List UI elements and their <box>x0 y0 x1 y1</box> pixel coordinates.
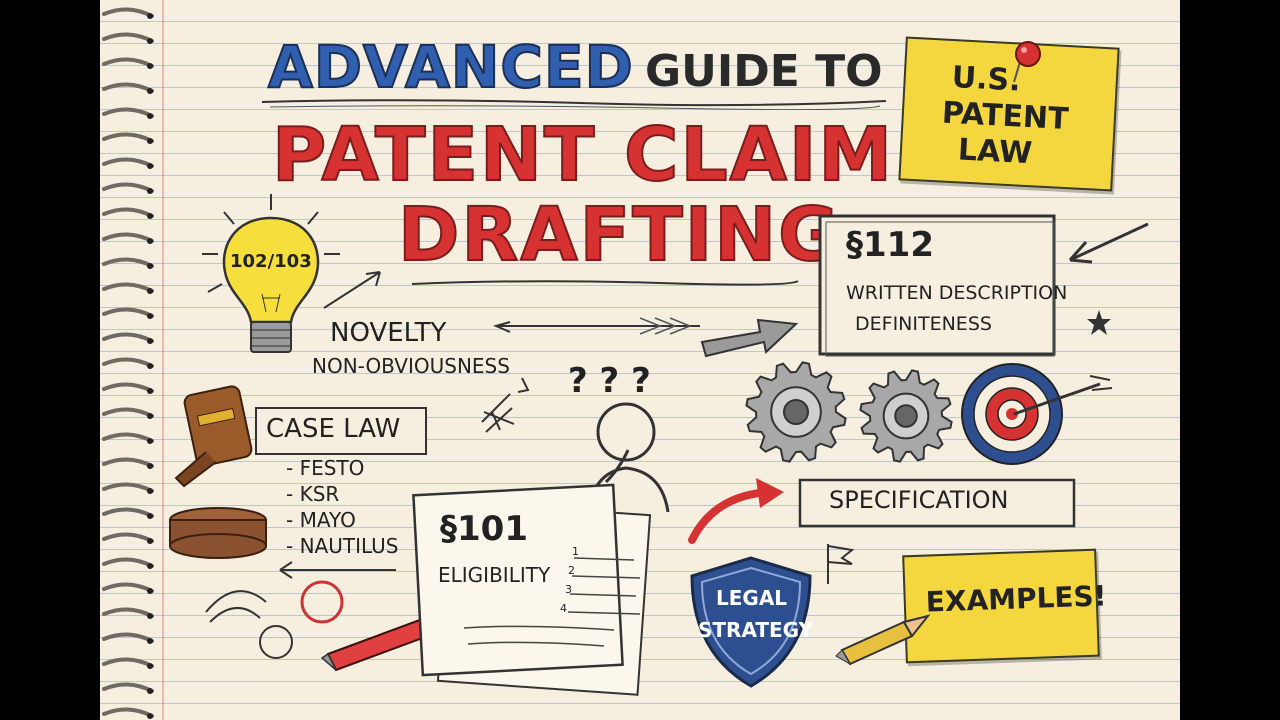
title-underline <box>261 99 887 110</box>
examples-label: EXAMPLES! <box>925 579 1107 619</box>
shield-line-2: STRATEGY <box>698 618 814 642</box>
non-obviousness-text: NON-OBVIOUSNESS <box>312 354 510 378</box>
star-icon <box>1087 310 1111 335</box>
light-bulb-icon <box>202 194 340 353</box>
case-law-heading: CASE LAW <box>266 414 401 444</box>
section-112-box <box>818 214 1056 357</box>
gears-row <box>745 361 1113 465</box>
section-101-paper <box>412 483 652 696</box>
section-101-heading: §101 <box>440 509 528 549</box>
title-guide-to: GUIDE TO <box>645 46 883 97</box>
arrow-icon <box>1068 222 1149 264</box>
gear-icon <box>745 361 847 463</box>
shield-icon <box>690 556 812 688</box>
arrow-icon <box>700 318 799 358</box>
pencil-icon <box>835 614 931 666</box>
case-item: - MAYO <box>286 508 356 532</box>
spiral-binding-icon <box>102 7 154 719</box>
gavel-icon <box>169 385 267 559</box>
arrow-icon <box>323 271 381 309</box>
title-drafting: DRAFTING <box>397 192 841 278</box>
written-description-text: WRITTEN DESCRIPTION <box>846 282 1068 304</box>
arrow-icon <box>493 317 700 335</box>
drafting-underline <box>411 280 799 286</box>
question-marks: ? ? ? <box>568 361 651 401</box>
target-icon <box>961 363 1113 465</box>
flag-icon <box>827 544 855 584</box>
list-number: 3 <box>565 583 572 596</box>
list-number: 4 <box>560 602 567 615</box>
case-law-banner <box>255 407 427 455</box>
gear-icon <box>859 369 953 463</box>
eligibility-text: ELIGIBILITY <box>438 563 551 587</box>
list-number: 1 <box>572 545 579 558</box>
shield-line-1: LEGAL <box>716 586 788 610</box>
title-patent-claim: PATENT CLAIM <box>271 112 895 198</box>
sparkle-doodle <box>481 377 530 433</box>
case-item: - FESTO <box>286 456 365 480</box>
case-item: - KSR <box>286 482 340 506</box>
note-line-3: LAW <box>957 132 1033 172</box>
doodle-sketch <box>205 561 396 659</box>
note-line-2: PATENT <box>941 95 1070 138</box>
section-112-heading: §112 <box>846 225 934 265</box>
arrow-icon <box>688 478 784 544</box>
definiteness-text: DEFINITENESS <box>855 313 992 335</box>
title-advanced: ADVANCED <box>267 33 634 101</box>
case-item: - NAUTILUS <box>286 534 399 558</box>
specification-banner <box>798 478 1076 528</box>
pushpin-icon <box>1013 41 1041 83</box>
bulb-label: 102/103 <box>230 251 312 272</box>
list-number: 2 <box>568 564 575 577</box>
novelty-text: NOVELTY <box>330 318 447 348</box>
specification-label: SPECIFICATION <box>829 486 1009 514</box>
